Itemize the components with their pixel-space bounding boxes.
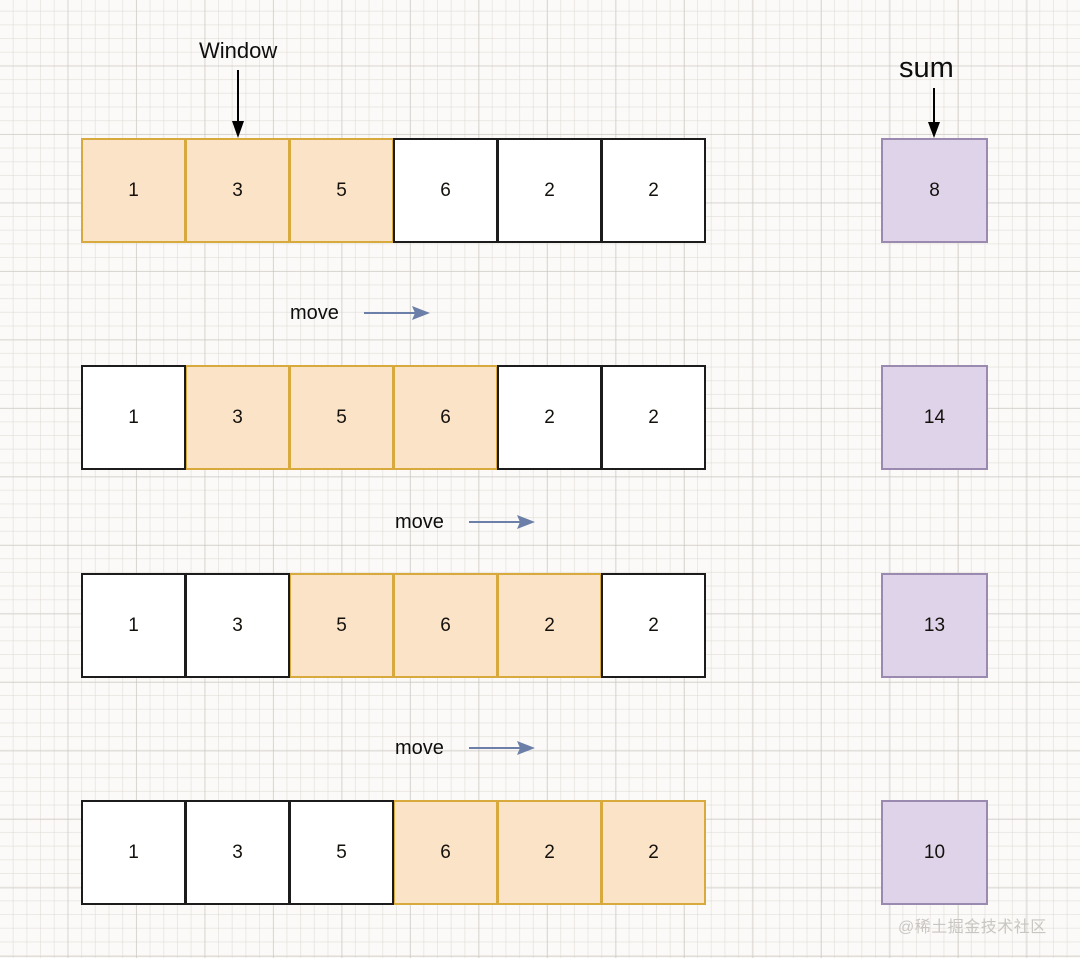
array-row: 1 3 5 6 2 2 bbox=[81, 573, 706, 678]
array-cell[interactable]: 6 bbox=[393, 365, 498, 470]
array-cell[interactable]: 2 bbox=[601, 573, 706, 678]
array-cell[interactable]: 3 bbox=[185, 800, 290, 905]
sum-box[interactable]: 13 bbox=[881, 573, 988, 678]
move-label: move bbox=[395, 737, 444, 759]
sum-pointer-arrow bbox=[928, 88, 940, 138]
array-cell[interactable]: 2 bbox=[601, 365, 706, 470]
move-arrow bbox=[469, 741, 535, 755]
array-cell[interactable]: 6 bbox=[393, 138, 498, 243]
array-cell[interactable]: 2 bbox=[497, 138, 602, 243]
array-cell[interactable]: 2 bbox=[601, 138, 706, 243]
array-row: 1 3 5 6 2 2 bbox=[81, 365, 706, 470]
move-arrow bbox=[364, 306, 430, 320]
window-pointer-arrow bbox=[232, 70, 244, 138]
array-row: 1 3 5 6 2 2 bbox=[81, 138, 706, 243]
sum-box[interactable]: 10 bbox=[881, 800, 988, 905]
array-cell[interactable]: 6 bbox=[393, 573, 498, 678]
move-label: move bbox=[395, 511, 444, 533]
array-cell[interactable]: 2 bbox=[497, 365, 602, 470]
watermark: @稀土掘金技术社区 bbox=[898, 919, 1047, 936]
array-cell[interactable]: 6 bbox=[393, 800, 498, 905]
array-cell[interactable]: 1 bbox=[81, 800, 186, 905]
array-cell[interactable]: 5 bbox=[289, 800, 394, 905]
array-cell[interactable]: 2 bbox=[497, 800, 602, 905]
array-cell[interactable]: 3 bbox=[185, 138, 290, 243]
array-cell[interactable]: 5 bbox=[289, 573, 394, 678]
array-cell[interactable]: 5 bbox=[289, 138, 394, 243]
sum-box[interactable]: 8 bbox=[881, 138, 988, 243]
sum-label: sum bbox=[899, 52, 954, 84]
window-label: Window bbox=[199, 38, 278, 63]
array-row: 1 3 5 6 2 2 bbox=[81, 800, 706, 905]
array-cell[interactable]: 3 bbox=[185, 365, 290, 470]
array-cell[interactable]: 5 bbox=[289, 365, 394, 470]
array-cell[interactable]: 2 bbox=[497, 573, 602, 678]
array-cell[interactable]: 1 bbox=[81, 138, 186, 243]
sum-box[interactable]: 14 bbox=[881, 365, 988, 470]
array-cell[interactable]: 1 bbox=[81, 365, 186, 470]
move-label: move bbox=[290, 302, 339, 324]
array-cell[interactable]: 3 bbox=[185, 573, 290, 678]
move-arrow bbox=[469, 515, 535, 529]
array-cell[interactable]: 1 bbox=[81, 573, 186, 678]
array-cell[interactable]: 2 bbox=[601, 800, 706, 905]
